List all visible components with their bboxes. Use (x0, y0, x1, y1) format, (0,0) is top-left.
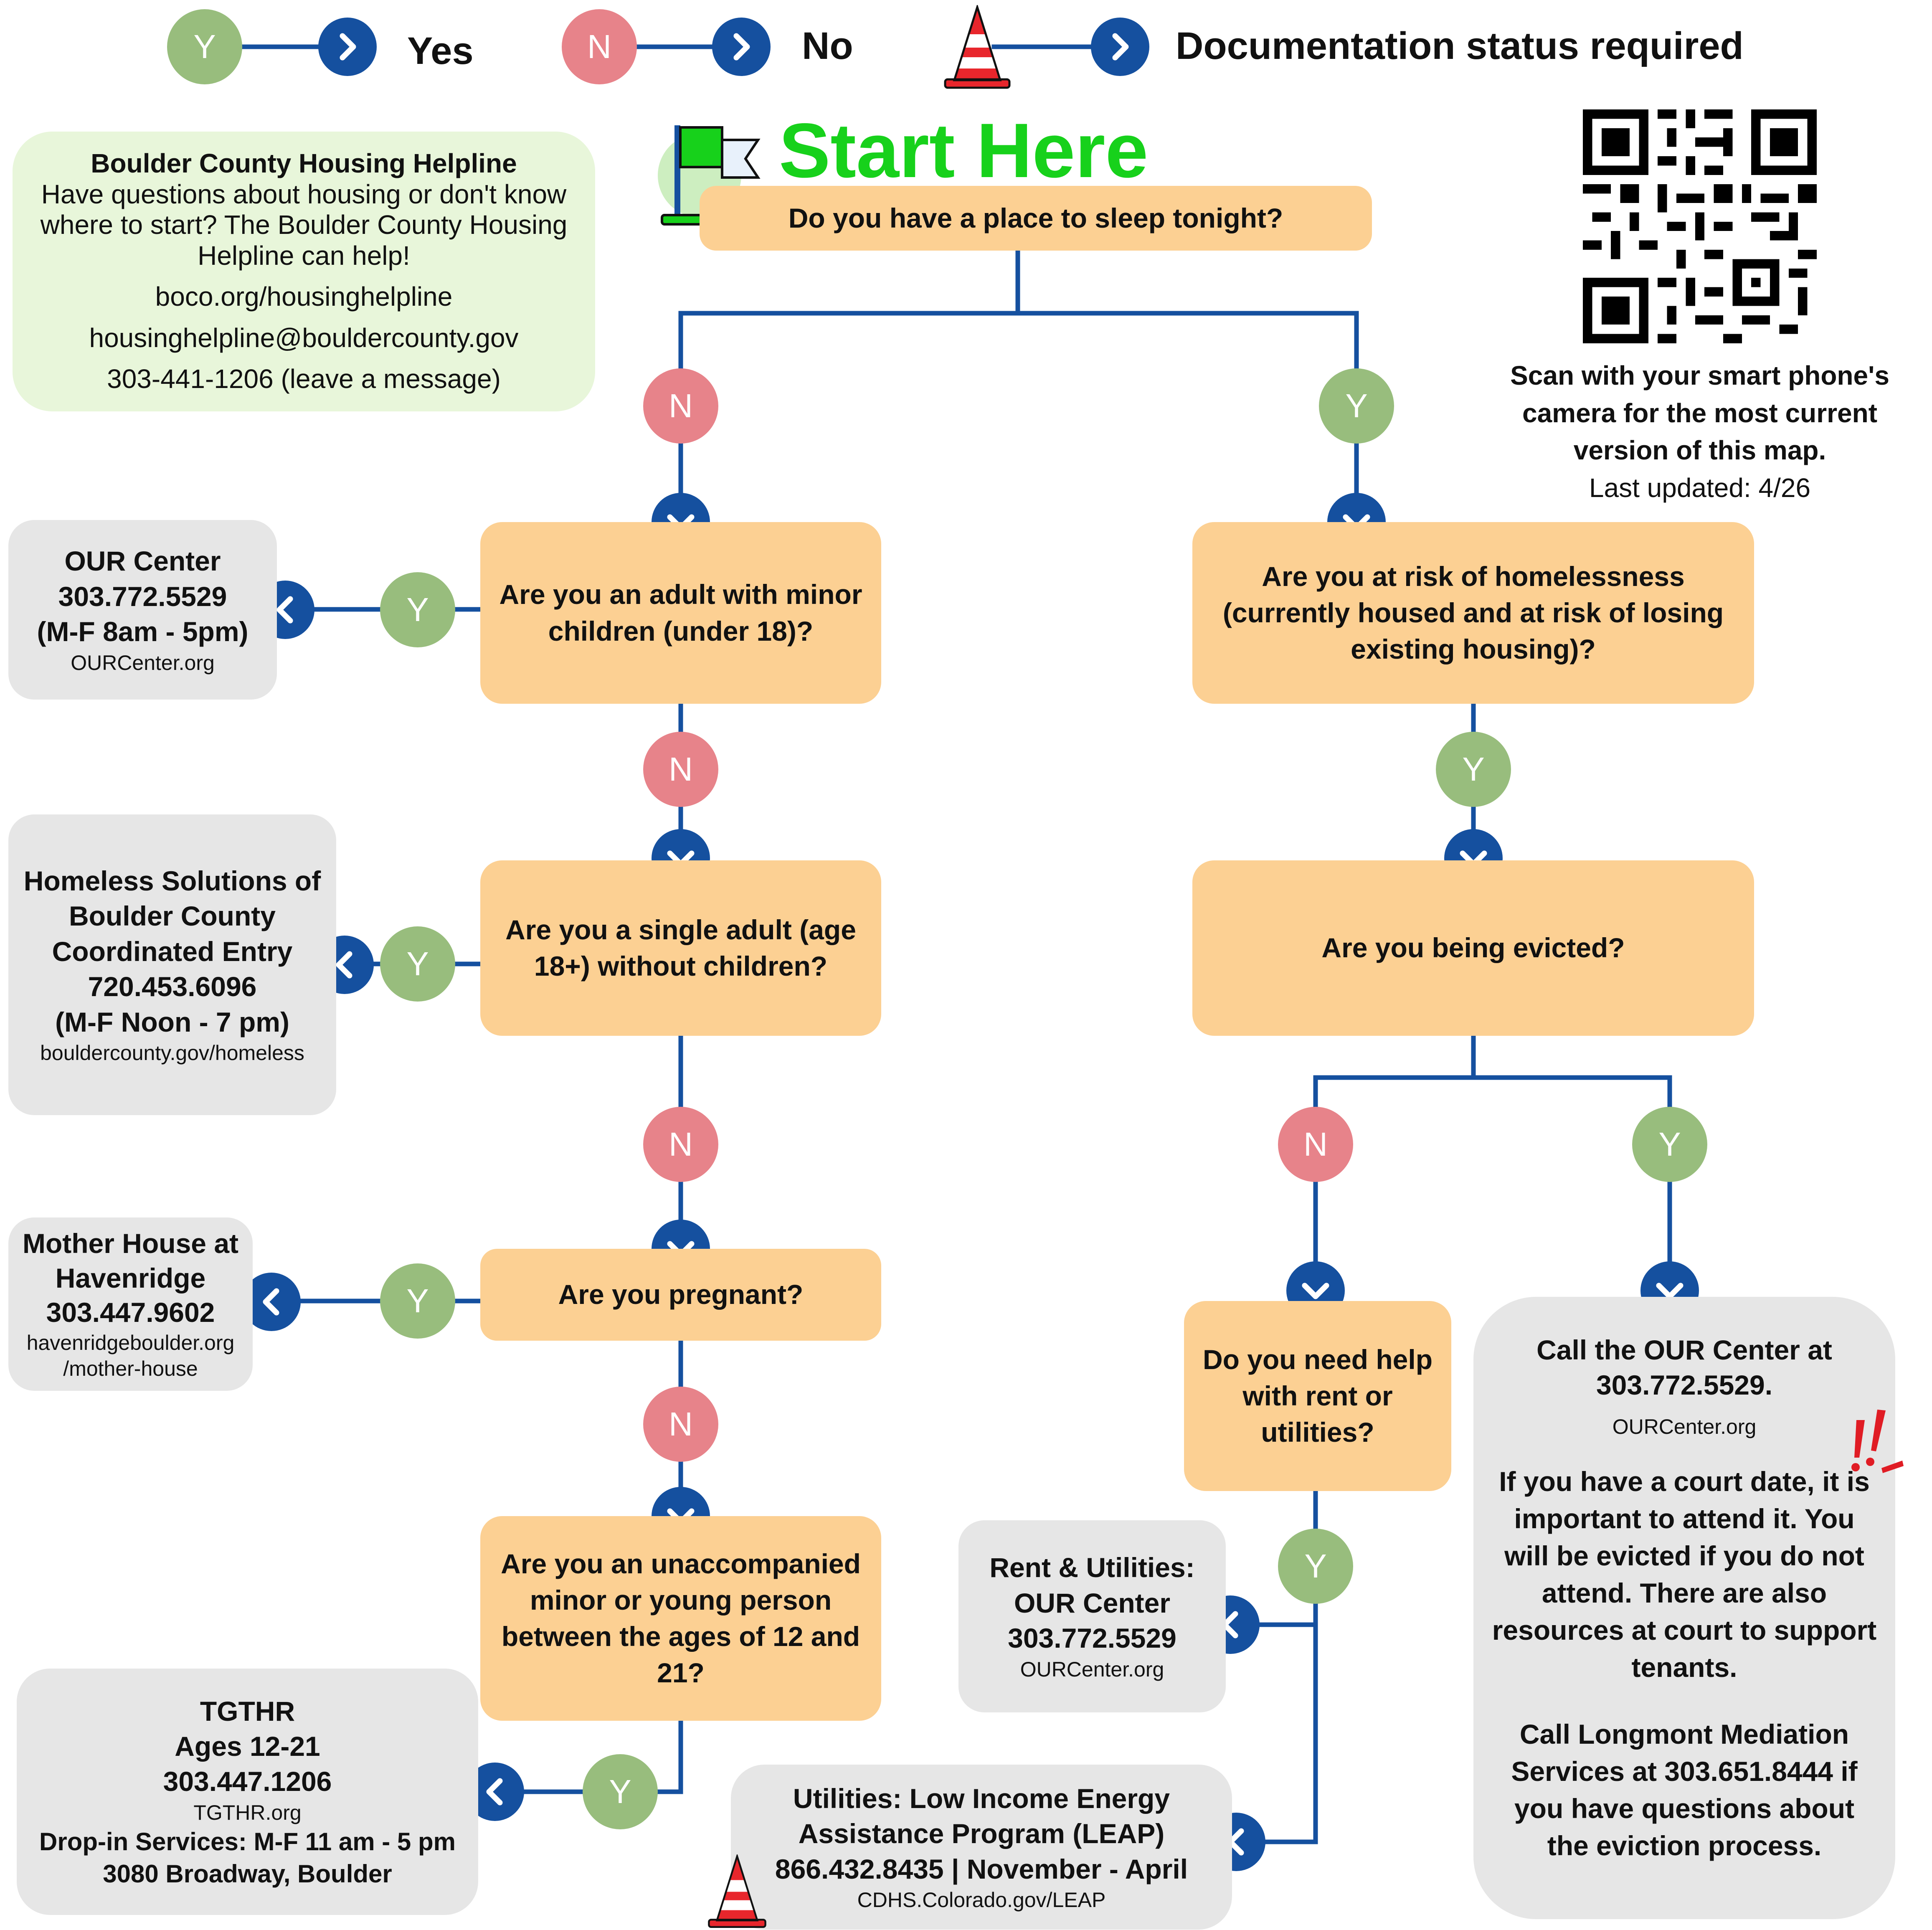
question-unaccompanied: Are you an unaccompanied minor or young … (480, 1516, 881, 1721)
tgthr-name: TGTHR (200, 1695, 295, 1727)
helpline-phone: 303-441-1206 (leave a message) (107, 364, 501, 394)
resource-eviction: Call the OUR Center at 303.772.5529. OUR… (1473, 1297, 1895, 1919)
homeless-solutions-phone: 720.453.6096 (88, 971, 257, 1002)
leap-url[interactable]: CDHS.Colorado.gov/LEAP (857, 1888, 1106, 1912)
legend-doc-label: Documentation status required (1176, 25, 1744, 67)
no-badge: N (643, 1107, 718, 1182)
yes-badge: Y (1319, 368, 1394, 444)
question-risk: Are you at risk of homelessness (current… (1192, 522, 1754, 704)
question-unaccompanied-text: Are you an unaccompanied minor or young … (501, 1548, 861, 1689)
resource-rent-utilities: Rent & Utilities: OUR Center 303.772.552… (958, 1520, 1226, 1712)
legend-yes-badge: Y (167, 9, 242, 84)
tgthr-url[interactable]: TGTHR.org (193, 1801, 302, 1824)
helpline-card: Boulder County Housing Helpline Have que… (13, 132, 595, 411)
question-minor-children: Are you an adult with minor children (un… (480, 522, 881, 704)
legend-no-arrow-icon (712, 18, 771, 76)
question-risk-text: Are you at risk of homelessness (current… (1222, 560, 1724, 665)
tgthr-ages: Ages 12-21 (175, 1730, 320, 1762)
yes-badge: Y (380, 926, 455, 1002)
our-center-hours: (M-F 8am - 5pm) (37, 616, 248, 647)
legend-yes-label: Yes (407, 30, 474, 72)
question-sleep: Do you have a place to sleep tonight? (700, 186, 1372, 251)
resource-mother-house: Mother House at Havenridge 303.447.9602 … (8, 1217, 253, 1391)
rent-utilities-url[interactable]: OURCenter.org (1020, 1657, 1164, 1681)
eviction-url[interactable]: OURCenter.org (1612, 1415, 1757, 1438)
traffic-cone-icon (944, 5, 1011, 89)
eviction-court: If you have a court date, it is importan… (1492, 1466, 1877, 1683)
rent-utilities-phone: 303.772.5529 (1008, 1623, 1176, 1654)
eviction-mediation: Call Longmont Mediation Services at 303.… (1511, 1718, 1858, 1861)
mother-house-phone: 303.447.9602 (46, 1297, 215, 1328)
traffic-cone-icon (708, 1854, 766, 1928)
rent-utilities-name: Rent & Utilities: OUR Center (989, 1552, 1195, 1618)
question-evicted: Are you being evicted? (1192, 860, 1754, 1036)
question-pregnant-text: Are you pregnant? (558, 1279, 804, 1310)
qr-instruction: Scan with your smart phone's camera for … (1510, 360, 1889, 466)
start-here-title: Start Here (779, 108, 1149, 194)
tgthr-phone: 303.447.1206 (163, 1766, 332, 1797)
our-center-url[interactable]: OURCenter.org (71, 651, 215, 675)
no-badge: N (643, 368, 718, 444)
homeless-solutions-url[interactable]: bouldercounty.gov/homeless (40, 1041, 304, 1065)
mother-house-url[interactable]: havenridgeboulder.org /mother-house (26, 1331, 235, 1381)
yes-badge: Y (583, 1754, 658, 1829)
question-single-adult-text: Are you a single adult (age 18+) without… (505, 914, 856, 981)
qr-updated: Last updated: 4/26 (1589, 472, 1811, 503)
no-badge: N (643, 1387, 718, 1462)
resource-our-center: OUR Center 303.772.5529 (M-F 8am - 5pm) … (8, 520, 277, 700)
no-badge: N (1278, 1107, 1353, 1182)
homeless-solutions-name: Homeless Solutions of Boulder County Coo… (23, 865, 321, 967)
yes-badge: Y (1278, 1529, 1353, 1604)
legend-doc-arrow-icon (1091, 18, 1149, 76)
question-pregnant: Are you pregnant? (480, 1249, 881, 1341)
yes-badge: Y (1436, 732, 1511, 807)
qr-code[interactable] (1583, 109, 1817, 343)
legend-no-badge: N (562, 9, 637, 84)
question-evicted-text: Are you being evicted? (1321, 932, 1625, 964)
yes-badge: Y (1632, 1107, 1707, 1182)
legend-yes-arrow-icon (318, 18, 377, 76)
question-minor-children-text: Are you an adult with minor children (un… (499, 579, 862, 647)
tgthr-dropin: Drop-in Services: M-F 11 am - 5 pm (39, 1827, 456, 1856)
no-badge: N (643, 732, 718, 807)
resource-tgthr: TGTHR Ages 12-21 303.447.1206 TGTHR.org … (17, 1669, 478, 1915)
homeless-solutions-hours: (M-F Noon - 7 pm) (55, 1006, 289, 1037)
eviction-call: Call the OUR Center at 303.772.5529. (1536, 1334, 1832, 1401)
helpline-title: Boulder County Housing Helpline (91, 148, 517, 178)
question-sleep-text: Do you have a place to sleep tonight? (788, 202, 1283, 233)
mother-house-name: Mother House at Havenridge (22, 1228, 239, 1293)
yes-badge: Y (380, 572, 455, 647)
legend-no-label: No (802, 25, 853, 67)
resource-homeless-solutions: Homeless Solutions of Boulder County Coo… (8, 814, 336, 1115)
tgthr-address: 3080 Broadway, Boulder (103, 1859, 392, 1888)
our-center-name: OUR Center (64, 545, 221, 577)
our-center-phone: 303.772.5529 (58, 581, 227, 612)
question-rent-help: Do you need help with rent or utilities? (1184, 1301, 1451, 1491)
leap-details: 866.432.8435 | November - April (775, 1853, 1188, 1884)
yes-badge: Y (380, 1263, 455, 1339)
helpline-email[interactable]: housinghelpline@bouldercounty.gov (89, 322, 519, 353)
question-rent-help-text: Do you need help with rent or utilities? (1202, 1344, 1433, 1448)
qr-note: Scan with your smart phone's camera for … (1478, 357, 1921, 507)
resource-leap: Utilities: Low Income Energy Assistance … (731, 1765, 1232, 1930)
exclamation-icon (1851, 1410, 1904, 1473)
leap-name: Utilities: Low Income Energy Assistance … (793, 1783, 1170, 1849)
question-single-adult: Are you a single adult (age 18+) without… (480, 860, 881, 1036)
helpline-body: Have questions about housing or don't kn… (40, 179, 568, 271)
helpline-website[interactable]: boco.org/housinghelpline (155, 282, 453, 312)
